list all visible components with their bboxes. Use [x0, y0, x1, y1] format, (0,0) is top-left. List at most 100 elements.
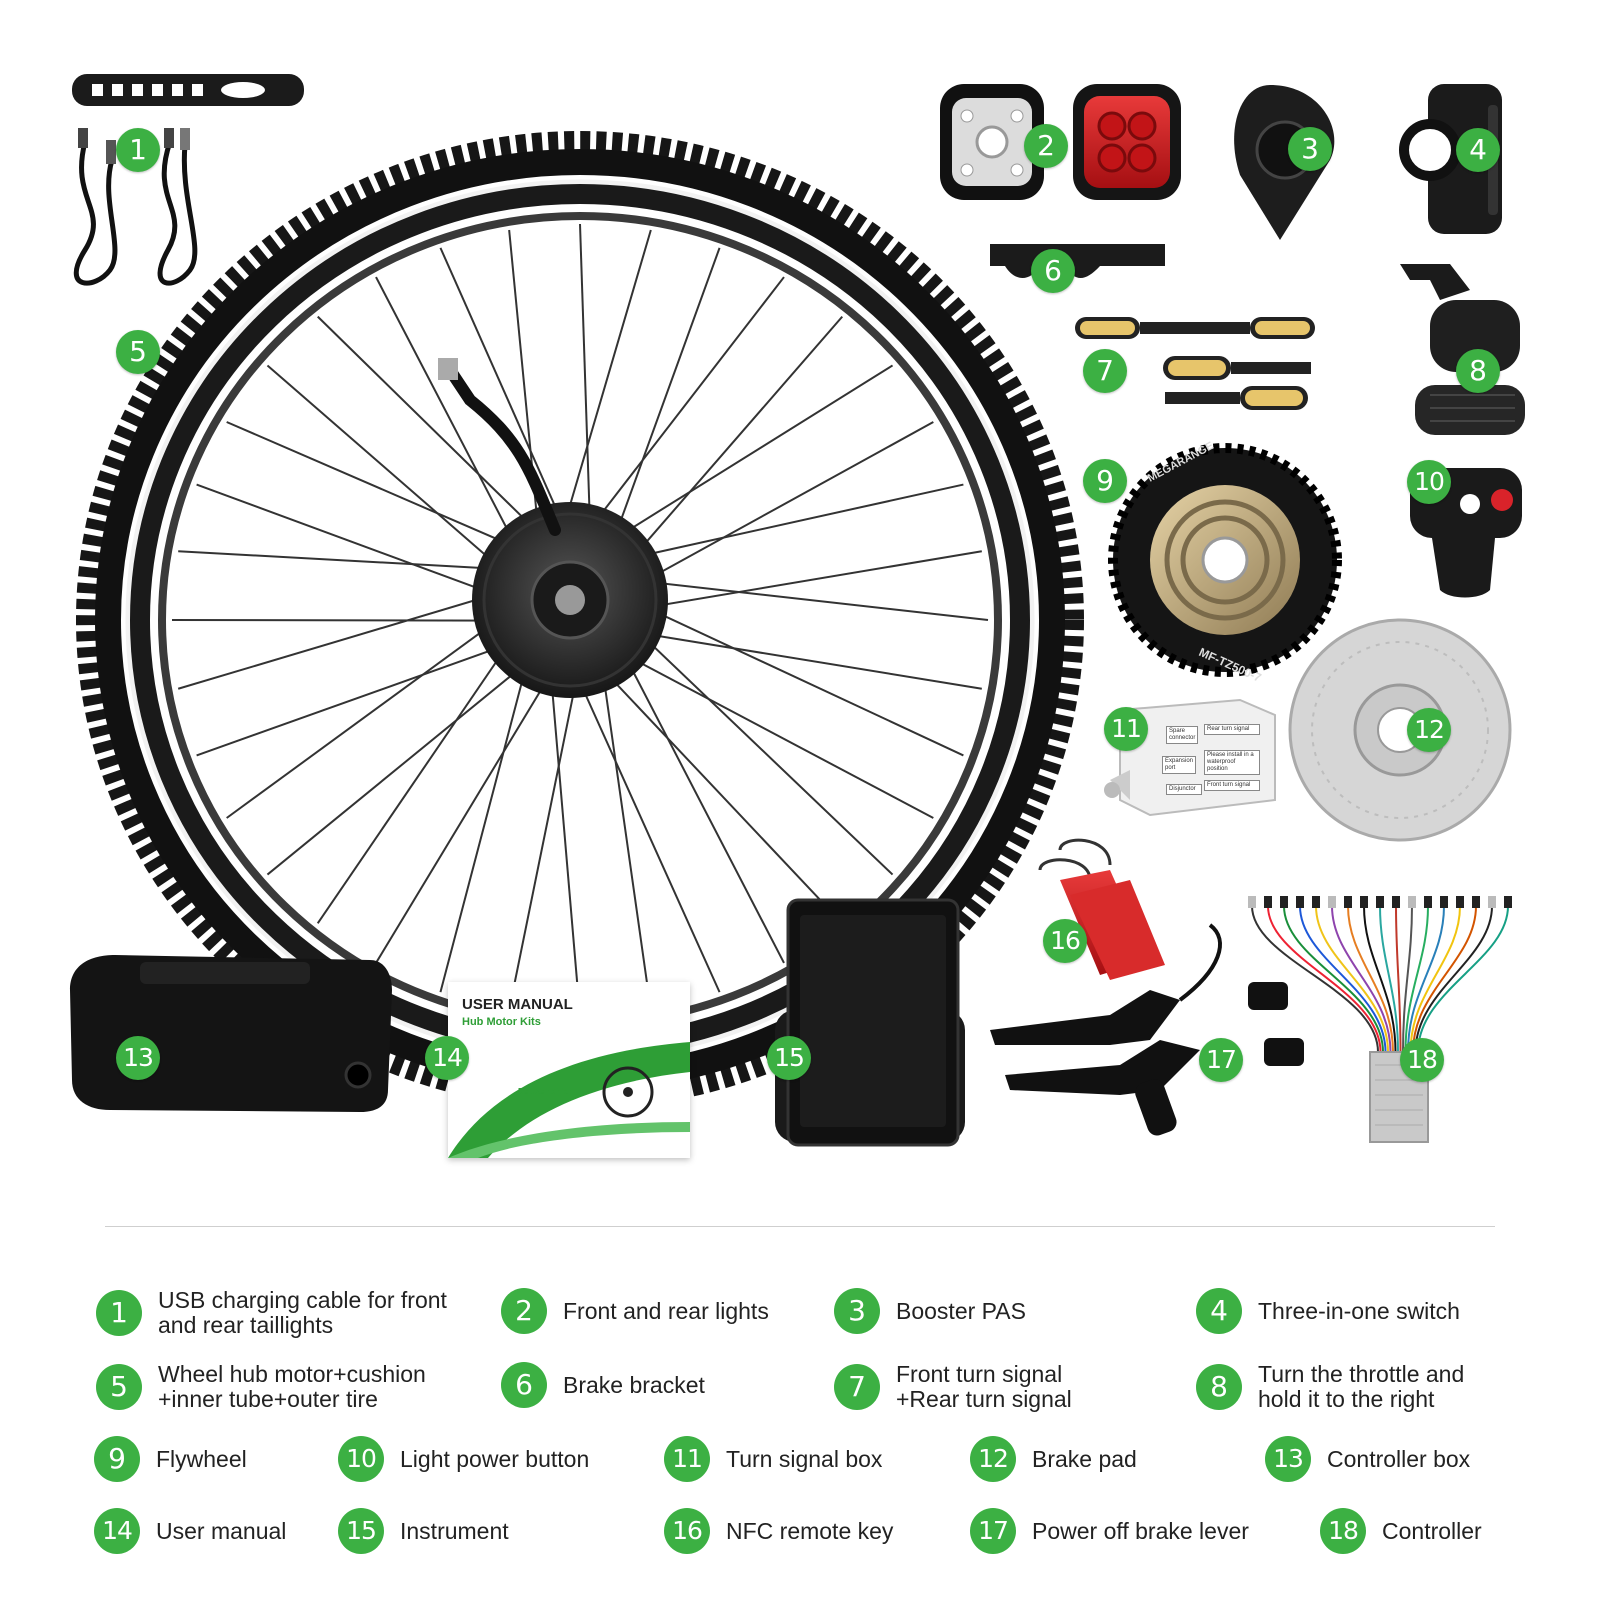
product-scene: MEGARANGE MF-TZ500-7 [70, 74, 1525, 1158]
callout-17: 17 [1199, 1038, 1243, 1082]
callout-9: 9 [1083, 459, 1127, 503]
legend-text: Three-in-one switch [1258, 1297, 1460, 1324]
legend-number: 10 [338, 1436, 384, 1482]
legend-number: 13 [1265, 1436, 1311, 1482]
legend-text: Controller box [1327, 1445, 1471, 1472]
turn-signals [1075, 317, 1315, 410]
label-rear-turn-signal: Rear turn signal [1204, 724, 1260, 735]
legend-text: Flywheel [156, 1445, 247, 1472]
legend-item-12: 12 Brake pad [970, 1436, 1137, 1482]
legend-item-11: 11 Turn signal box [664, 1436, 882, 1482]
callout-16: 16 [1043, 919, 1087, 963]
legend-number: 7 [834, 1364, 880, 1410]
legend-text: Instrument [400, 1517, 509, 1544]
legend-number: 15 [338, 1508, 384, 1554]
callout-14: 14 [425, 1036, 469, 1080]
callout-6: 6 [1031, 249, 1075, 293]
legend-number: 11 [664, 1436, 710, 1482]
callout-8: 8 [1456, 349, 1500, 393]
legend-item-6: 6 Brake bracket [501, 1362, 705, 1408]
legend-item-8: 8 Turn the throttle and hold it to the r… [1196, 1362, 1464, 1412]
callout-1: 1 [116, 128, 160, 172]
label-waterproof-note: Please install in a waterproof position [1204, 750, 1260, 775]
legend-item-17: 17 Power off brake lever [970, 1508, 1249, 1554]
legend-text: Booster PAS [896, 1297, 1026, 1324]
nfc-remote-key [1038, 838, 1165, 980]
product-illustration: MEGARANGE MF-TZ500-7 [70, 74, 1525, 1147]
legend-item-4: 4 Three-in-one switch [1196, 1288, 1460, 1334]
callout-2: 2 [1024, 124, 1068, 168]
legend-item-2: 2 Front and rear lights [501, 1288, 769, 1334]
legend-text: Wheel hub motor+cushion +inner tube+oute… [158, 1361, 426, 1412]
callout-13: 13 [116, 1036, 160, 1080]
rear-light [1073, 84, 1181, 200]
controller-wiring [1248, 896, 1512, 1143]
manual-cover-art [448, 1042, 690, 1158]
legend-number: 1 [96, 1290, 142, 1336]
three-in-one-switch [1399, 84, 1502, 234]
legend-number: 9 [94, 1436, 140, 1482]
legend-item-15: 15 Instrument [338, 1508, 509, 1554]
legend-number: 4 [1196, 1288, 1242, 1334]
callout-4: 4 [1456, 128, 1500, 172]
manual-subtitle: Hub Motor Kits [462, 1016, 541, 1028]
legend-text: Turn the throttle and hold it to the rig… [1258, 1361, 1465, 1412]
controller-box [70, 955, 392, 1112]
label-front-turn-signal: Front turn signal [1204, 780, 1260, 791]
legend-text: Power off brake lever [1032, 1517, 1249, 1544]
turn-signal-box-labels: Spare connector Rear turn signal Expansi… [1140, 712, 1270, 807]
legend-number: 12 [970, 1436, 1016, 1482]
front-light [940, 84, 1044, 200]
legend-item-10: 10 Light power button [338, 1436, 589, 1482]
legend-text: Controller [1382, 1517, 1482, 1544]
throttle-grip [1400, 264, 1525, 435]
instrument-display [775, 898, 965, 1147]
legend-number: 2 [501, 1288, 547, 1334]
brake-levers [990, 923, 1304, 1136]
callout-11: 11 [1104, 707, 1148, 751]
legend-number: 17 [970, 1508, 1016, 1554]
legend-number: 5 [96, 1364, 142, 1410]
flywheel [1108, 443, 1342, 677]
legend-number: 6 [501, 1362, 547, 1408]
callout-12: 12 [1407, 708, 1451, 752]
legend-text: Front and rear lights [563, 1297, 769, 1324]
section-divider [105, 1226, 1495, 1227]
legend-number: 14 [94, 1508, 140, 1554]
callout-3: 3 [1288, 127, 1332, 171]
usb-cables [73, 128, 198, 286]
manual-edition: Deluxe Edition [518, 1087, 574, 1096]
legend-item-13: 13 Controller box [1265, 1436, 1470, 1482]
legend-text: USB charging cable for front and rear ta… [158, 1287, 447, 1338]
legend-text: Brake pad [1032, 1445, 1137, 1472]
callout-5: 5 [116, 330, 160, 374]
manual-title: USER MANUAL [462, 996, 573, 1013]
legend-text: Brake bracket [563, 1371, 705, 1398]
legend-number: 3 [834, 1288, 880, 1334]
brake-disc [1288, 618, 1512, 842]
label-expansion-port: Expansion port [1162, 756, 1196, 774]
legend-item-9: 9 Flywheel [94, 1436, 247, 1482]
legend-text: NFC remote key [726, 1517, 894, 1544]
callout-10: 10 [1407, 460, 1451, 504]
legend-item-3: 3 Booster PAS [834, 1288, 1026, 1334]
legend-number: 18 [1320, 1508, 1366, 1554]
callout-7: 7 [1083, 349, 1127, 393]
legend-text: Light power button [400, 1445, 590, 1472]
legend-text: Front turn signal +Rear turn signal [896, 1361, 1072, 1412]
legend-item-16: 16 NFC remote key [664, 1508, 893, 1554]
callout-15: 15 [767, 1036, 811, 1080]
legend-text: Turn signal box [726, 1445, 883, 1472]
legend-item-1: 1 USB charging cable for front and rear … [96, 1288, 447, 1338]
legend-text: User manual [156, 1517, 287, 1544]
label-disjunctor: Disjunctor [1166, 784, 1202, 795]
legend-item-14: 14 User manual [94, 1508, 286, 1554]
rubber-strap [72, 74, 304, 106]
legend-number: 8 [1196, 1364, 1242, 1410]
legend-number: 16 [664, 1508, 710, 1554]
legend-item-7: 7 Front turn signal +Rear turn signal [834, 1362, 1072, 1412]
brake-bracket [990, 244, 1165, 278]
legend-item-5: 5 Wheel hub motor+cushion +inner tube+ou… [96, 1362, 426, 1412]
callout-18: 18 [1400, 1038, 1444, 1082]
user-manual-booklet: USER MANUAL Hub Motor Kits Deluxe Editio… [448, 982, 690, 1158]
